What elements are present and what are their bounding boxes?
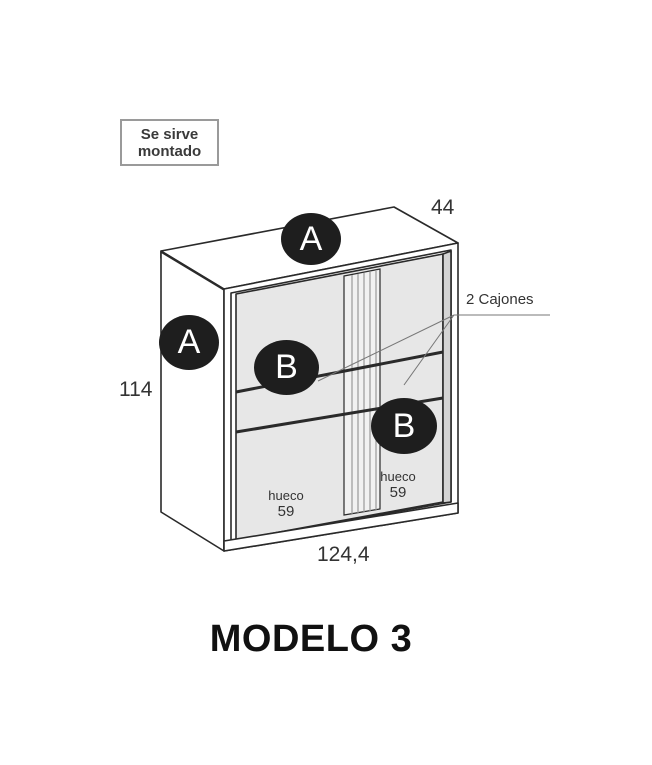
callout-leaders (317, 314, 550, 386)
depth-dimension: 44 (431, 196, 455, 219)
label-b-upper: B (254, 340, 319, 395)
assembled-note-line1: Se sirve (140, 125, 199, 143)
model-title: MODELO 3 (209, 618, 413, 660)
width-dimension: 124,4 (317, 543, 370, 566)
hueco-left: hueco 59 (258, 488, 314, 520)
drawers-callout: 2 Cajones (466, 291, 534, 308)
hueco-right-label: hueco (380, 469, 416, 484)
assembled-note-line2: montado (137, 142, 202, 160)
label-a-top: A (281, 213, 341, 265)
cabinet-left-side (160, 251, 225, 552)
center-divider (343, 268, 381, 516)
cabinet-right-edge (442, 250, 452, 504)
hueco-right: hueco 59 (370, 469, 426, 501)
height-dimension: 114 (119, 378, 153, 401)
divider-grooves (351, 271, 377, 514)
cabinet-bottom (223, 502, 459, 552)
hueco-left-value: 59 (277, 503, 295, 520)
label-b-lower: B (371, 398, 437, 454)
label-a-side: A (159, 315, 219, 370)
hueco-left-label: hueco (268, 488, 304, 503)
hueco-right-value: 59 (389, 484, 407, 501)
assembled-note: Se sirve montado (120, 119, 219, 166)
